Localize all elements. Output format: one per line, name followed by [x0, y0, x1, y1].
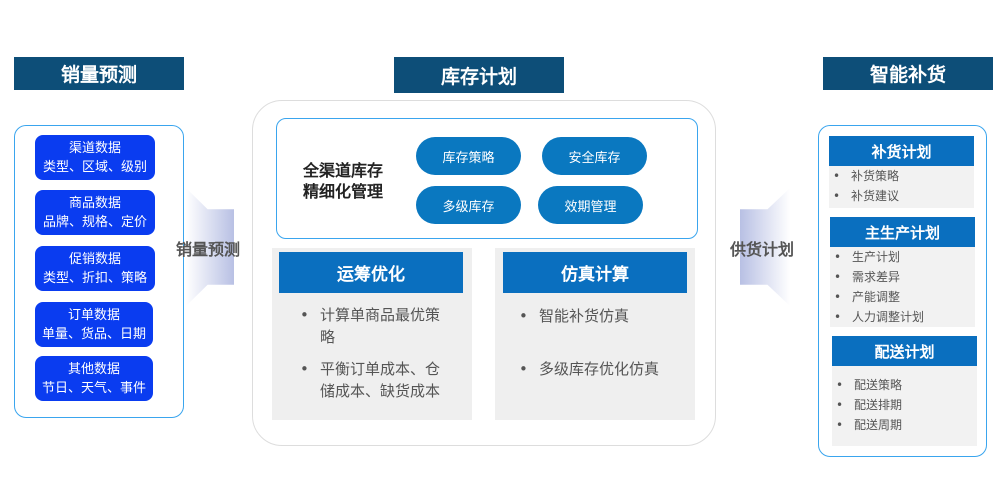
replenishment-box [818, 125, 987, 457]
core-title-line: 精细化管理 [303, 182, 384, 201]
list-item: 智能补货仿真 [513, 305, 693, 327]
panel-title: 仿真计算 [503, 252, 687, 293]
core-title-line: 全渠道库存 [303, 161, 384, 180]
data-source-product: 商品数据品牌、规格、定价 [35, 190, 155, 235]
pill-expiry-management: 效期管理 [538, 186, 643, 224]
panel-simulation: 仿真计算 智能补货仿真 多级库存优化仿真 [495, 248, 695, 420]
right-arrow-label: 供货计划 [730, 240, 795, 259]
data-source-channel: 渠道数据类型、区域、级别 [35, 135, 155, 180]
inventory-plan-box [252, 100, 716, 446]
list-item: 需求差异 [830, 267, 975, 287]
section-title: 补货计划 [829, 136, 974, 166]
list-item: 多级库存优化仿真 [513, 358, 693, 380]
list-item: 平衡订单成本、仓储成本、缺货成本 [294, 358, 454, 402]
section-title: 配送计划 [832, 336, 977, 366]
panel-title: 运筹优化 [279, 252, 463, 293]
list-item: 配送周期 [832, 415, 977, 435]
list-item: 产能调整 [830, 287, 975, 307]
smart-replenishment-header: 智能补货 [823, 57, 993, 90]
list-item: 配送排期 [832, 395, 977, 415]
data-source-title: 订单数据 [67, 307, 120, 323]
list-item: 人力调整计划 [830, 307, 975, 327]
data-source-detail: 类型、区域、级别 [42, 159, 147, 175]
left-arrow-label: 销量预测 [176, 240, 241, 259]
pill-multi-level-inventory: 多级库存 [416, 186, 521, 224]
core-box [276, 118, 698, 239]
pill-safety-stock: 安全库存 [542, 137, 647, 175]
list-item: 补货建议 [829, 186, 974, 206]
data-source-title: 渠道数据 [68, 140, 121, 156]
sales-forecast-header: 销量预测 [14, 57, 184, 90]
data-source-other: 其他数据节日、天气、事件 [35, 356, 153, 401]
list-item: 生产计划 [830, 247, 975, 267]
data-source-order: 订单数据单量、货品、日期 [35, 302, 153, 347]
data-source-detail: 单量、货品、日期 [41, 326, 146, 342]
data-source-detail: 类型、折扣、策略 [42, 270, 147, 286]
core-title: 全渠道库存精细化管理 [303, 160, 383, 202]
data-source-detail: 品牌、规格、定价 [42, 214, 147, 230]
data-sources-box [14, 125, 184, 418]
panel-optimization: 运筹优化 计算单商品最优策略 平衡订单成本、仓储成本、缺货成本 [272, 248, 472, 420]
list-item: 配送策略 [832, 375, 977, 395]
pill-inventory-strategy: 库存策略 [416, 137, 521, 175]
list-item: 补货策略 [829, 166, 974, 186]
data-source-detail: 节日、天气、事件 [41, 380, 146, 396]
list-item: 计算单商品最优策略 [294, 304, 454, 348]
data-source-title: 其他数据 [67, 361, 120, 377]
inventory-plan-header: 库存计划 [394, 57, 564, 93]
section-title: 主生产计划 [830, 217, 975, 247]
data-source-title: 商品数据 [68, 195, 121, 211]
data-source-title: 促销数据 [68, 251, 121, 267]
data-source-promotion: 促销数据类型、折扣、策略 [35, 246, 155, 291]
